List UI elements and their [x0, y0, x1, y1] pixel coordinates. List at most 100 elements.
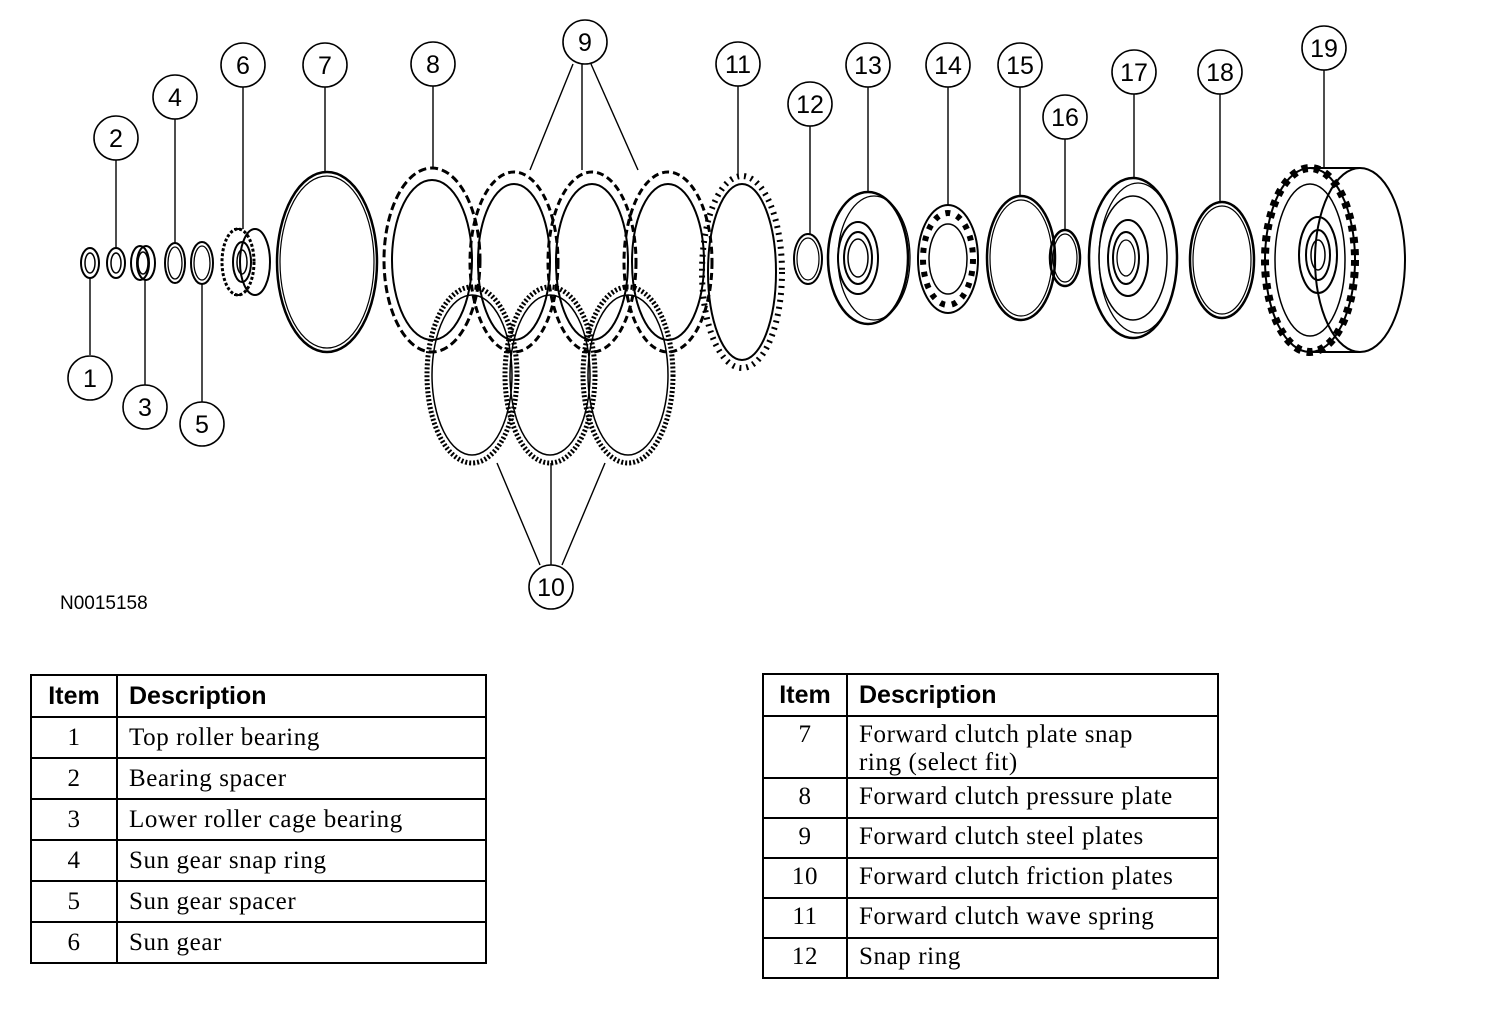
table-row: 1 Top roller bearing: [30, 716, 487, 759]
item-number: 12: [762, 937, 848, 979]
item-number: 9: [762, 817, 848, 859]
callout-6: 6: [220, 42, 266, 88]
figure-id: N0015158: [60, 593, 148, 614]
callout-label: 18: [1206, 59, 1234, 87]
callout-label: 15: [1006, 52, 1034, 80]
callout-circle: [528, 564, 574, 610]
item-number: 7: [762, 715, 848, 779]
column-header-description: Description: [846, 673, 1219, 717]
item-description: Sun gear: [116, 921, 487, 964]
part-sun-gear: [220, 227, 271, 297]
item-number: 10: [762, 857, 848, 899]
part-sun-gear-spacer: [190, 241, 214, 285]
column-header-item: Item: [762, 673, 848, 717]
item-description: Snap ring: [846, 937, 1219, 979]
part-15: [985, 194, 1057, 322]
callout-label: 6: [236, 52, 250, 80]
callout-9: 9: [562, 19, 608, 65]
callout-14: 14: [925, 42, 971, 88]
item-description: Sun gear spacer: [116, 880, 487, 923]
item-description: Forward clutch plate snap ring (select f…: [846, 715, 1219, 779]
callout-circle: [1111, 49, 1157, 95]
callout-label: 19: [1310, 35, 1338, 63]
parts-group: [80, 164, 1406, 466]
callout-label: 17: [1120, 59, 1148, 87]
callout-label: 1: [83, 365, 97, 393]
item-number: 4: [30, 839, 118, 882]
callout-label: 13: [854, 52, 882, 80]
table-row: 12 Snap ring: [762, 937, 1219, 979]
callout-circle: [997, 42, 1043, 88]
callout-label: 9: [578, 29, 592, 57]
callout-label: 14: [934, 52, 962, 80]
callout-label: 3: [138, 394, 152, 422]
callout-19: 19: [1301, 25, 1347, 71]
item-number: 11: [762, 897, 848, 939]
callout-circle: [715, 41, 761, 87]
item-number: 2: [30, 757, 118, 800]
item-number: 6: [30, 921, 118, 964]
callout-5: 5: [179, 401, 225, 447]
legend-header-row: Item Description: [762, 673, 1219, 717]
callout-circle: [1197, 49, 1243, 95]
table-row: 10 Forward clutch friction plates: [762, 857, 1219, 899]
table-row: 11 Forward clutch wave spring: [762, 897, 1219, 939]
part-forward-clutch-wave-spring: [699, 173, 785, 371]
callout-circle: [179, 401, 225, 447]
callout-12: 12: [787, 81, 833, 127]
callout-circle: [1301, 25, 1347, 71]
part-17: [1087, 176, 1179, 340]
callout-label: 4: [168, 84, 182, 112]
callout-11: 11: [715, 41, 761, 87]
part-bearing-spacer: [106, 247, 126, 279]
item-description: Lower roller cage bearing: [116, 798, 487, 841]
column-header-item: Item: [30, 674, 118, 718]
column-header-description: Description: [116, 674, 487, 718]
callout-4: 4: [152, 74, 198, 120]
item-description: Sun gear snap ring: [116, 839, 487, 882]
callout-circle: [302, 42, 348, 88]
legend-table-left: Item Description 1 Top roller bearing 2 …: [30, 674, 487, 964]
callout-15: 15: [997, 42, 1043, 88]
callout-16: 16: [1042, 94, 1088, 140]
table-row: 6 Sun gear: [30, 921, 487, 964]
item-number: 5: [30, 880, 118, 923]
callout-circle: [787, 81, 833, 127]
callout-8: 8: [410, 41, 456, 87]
part-sun-gear-snap-ring: [164, 242, 186, 284]
callout-label: 16: [1051, 104, 1079, 132]
part-snap-ring: [793, 233, 823, 285]
callout-2: 2: [93, 115, 139, 161]
item-description: Forward clutch pressure plate: [846, 777, 1219, 819]
part-forward-clutch-plate-snap-ring: [275, 170, 379, 354]
table-row: 5 Sun gear spacer: [30, 880, 487, 923]
callout-1: 1: [67, 355, 113, 401]
callout-label: 7: [318, 52, 332, 80]
callout-circle: [845, 42, 891, 88]
callout-17: 17: [1111, 49, 1157, 95]
item-number: 1: [30, 716, 118, 759]
table-row: 4 Sun gear snap ring: [30, 839, 487, 882]
part-13: [826, 190, 911, 326]
item-number: 3: [30, 798, 118, 841]
leader-lines: [89, 63, 1325, 566]
callout-label: 10: [537, 574, 565, 602]
callout-label: 8: [426, 51, 440, 79]
item-number: 8: [762, 777, 848, 819]
part-forward-clutch-pressure-plate: [382, 166, 482, 354]
part-top-roller-bearing: [80, 247, 100, 279]
part-14: [917, 204, 979, 314]
callout-circle: [152, 74, 198, 120]
table-row: 3 Lower roller cage bearing: [30, 798, 487, 841]
item-description: Bearing spacer: [116, 757, 487, 800]
table-row: 8 Forward clutch pressure plate: [762, 777, 1219, 819]
callout-circle: [93, 115, 139, 161]
callout-10: 10: [528, 564, 574, 610]
callout-circle: [925, 42, 971, 88]
table-row: 2 Bearing spacer: [30, 757, 487, 800]
callout-7: 7: [302, 42, 348, 88]
part-19: [1261, 164, 1406, 356]
legend-table-right: Item Description 7 Forward clutch plate …: [762, 673, 1219, 979]
item-description: Forward clutch steel plates: [846, 817, 1219, 859]
